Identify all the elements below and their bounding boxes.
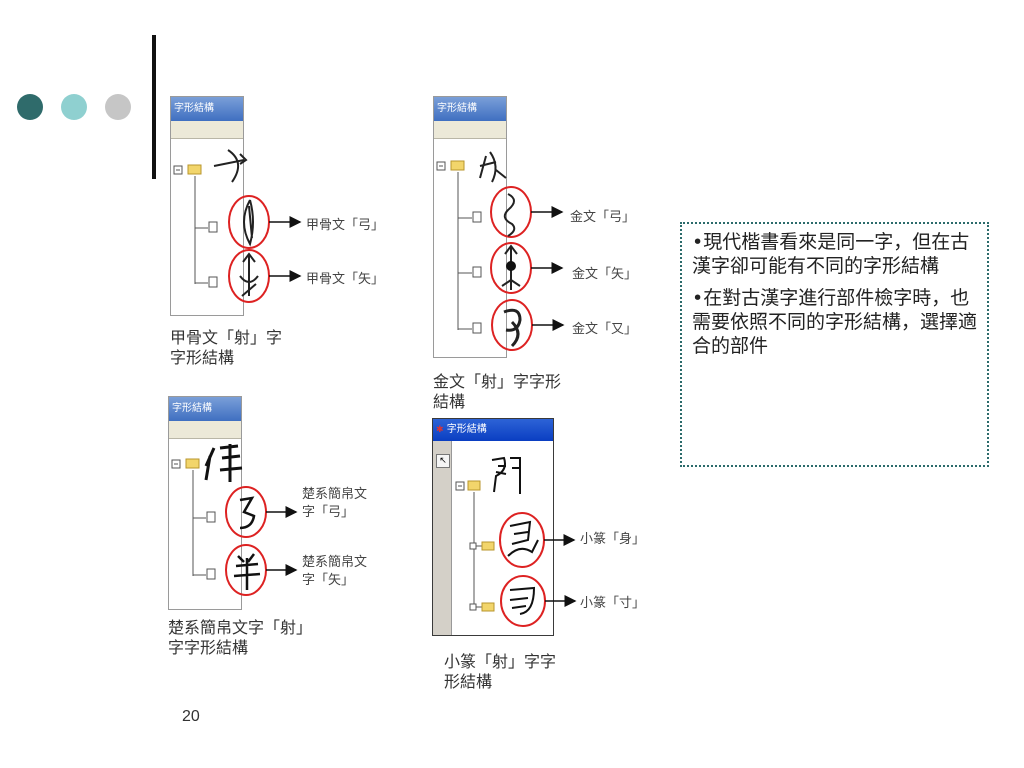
oracle-tree xyxy=(173,164,218,288)
pointer-tool-icon[interactable]: ↖ xyxy=(436,454,450,468)
bronze-caption: 金文「射」字字形結構 xyxy=(433,372,562,411)
window-title-bar: ✱ 字形結構 xyxy=(433,419,553,441)
decor-dot-grey xyxy=(105,94,131,120)
tree-gutter xyxy=(433,441,452,635)
window-toolbar xyxy=(171,121,243,139)
chu-glyph-arrow xyxy=(233,553,261,590)
decor-dot-teal xyxy=(61,94,87,120)
bronze-glyph-hand xyxy=(503,308,522,348)
oracle-label-arrow: 甲骨文「矢」 xyxy=(306,272,385,287)
window-title-bar: 字形結構 xyxy=(171,97,243,121)
bronze-tree-window: 字形結構 xyxy=(433,96,507,358)
bronze-label-arrow: 金文「矢」 xyxy=(572,267,638,282)
chu-glyph-bow xyxy=(239,496,256,530)
oracle-tree-window: 字形結構 xyxy=(170,96,244,316)
bronze-label-bow: 金文「弓」 xyxy=(570,210,636,225)
bronze-glyph-she xyxy=(479,151,507,183)
oracle-glyph-arrow xyxy=(239,252,259,297)
seal-label-inch: 小篆「寸」 xyxy=(580,596,646,611)
note-bullet-2: •在對古漢字進行部件檢字時，也需要依照不同的字形結構，選擇適合的部件 xyxy=(692,287,978,357)
window-title-bar: 字形結構 xyxy=(169,397,241,421)
chu-label-arrow: 楚系簡帛文字「矢」 xyxy=(302,555,368,588)
oracle-glyph-she xyxy=(213,149,248,183)
window-toolbar xyxy=(434,121,506,139)
bronze-glyph-bow xyxy=(503,193,516,237)
note-bullet-1: •現代楷書看來是同一字，但在古漢字卻可能有不同的字形結構 xyxy=(692,231,970,277)
chu-tree xyxy=(171,458,216,580)
oracle-glyph-bow xyxy=(243,199,254,247)
bronze-circle-hand xyxy=(491,299,533,351)
bronze-circle-bow xyxy=(490,186,532,238)
page-number: 20 xyxy=(182,708,200,725)
seal-label-body: 小篆「身」 xyxy=(580,532,646,547)
seal-glyph-body xyxy=(507,520,539,557)
chu-glyph-she xyxy=(204,444,243,482)
explanation-note-box: •現代楷書看來是同一字，但在古漢字卻可能有不同的字形結構 •在對古漢字進行部件檢… xyxy=(680,222,989,467)
chu-caption: 楚系簡帛文字「射」字字形結構 xyxy=(168,618,313,657)
seal-tree-window: ✱ 字形結構 ↖ xyxy=(432,418,554,636)
bronze-label-hand: 金文「又」 xyxy=(572,322,638,337)
seal-tree xyxy=(455,480,495,612)
app-icon: ✱ xyxy=(436,425,444,435)
oracle-caption: 甲骨文「射」字字形結構 xyxy=(170,328,283,367)
seal-circle-inch xyxy=(500,575,546,627)
seal-caption: 小篆「射」字字形結構 xyxy=(444,652,557,691)
bronze-tree xyxy=(436,160,482,334)
decor-vertical-bar xyxy=(152,35,156,179)
seal-glyph-inch xyxy=(509,586,536,615)
oracle-label-bow: 甲骨文「弓」 xyxy=(306,218,385,233)
chu-label-bow: 楚系簡帛文字「弓」 xyxy=(302,487,368,520)
decor-dot-dark xyxy=(17,94,43,120)
seal-glyph-she xyxy=(491,456,521,494)
window-toolbar xyxy=(169,421,241,439)
window-title-bar: 字形結構 xyxy=(434,97,506,121)
